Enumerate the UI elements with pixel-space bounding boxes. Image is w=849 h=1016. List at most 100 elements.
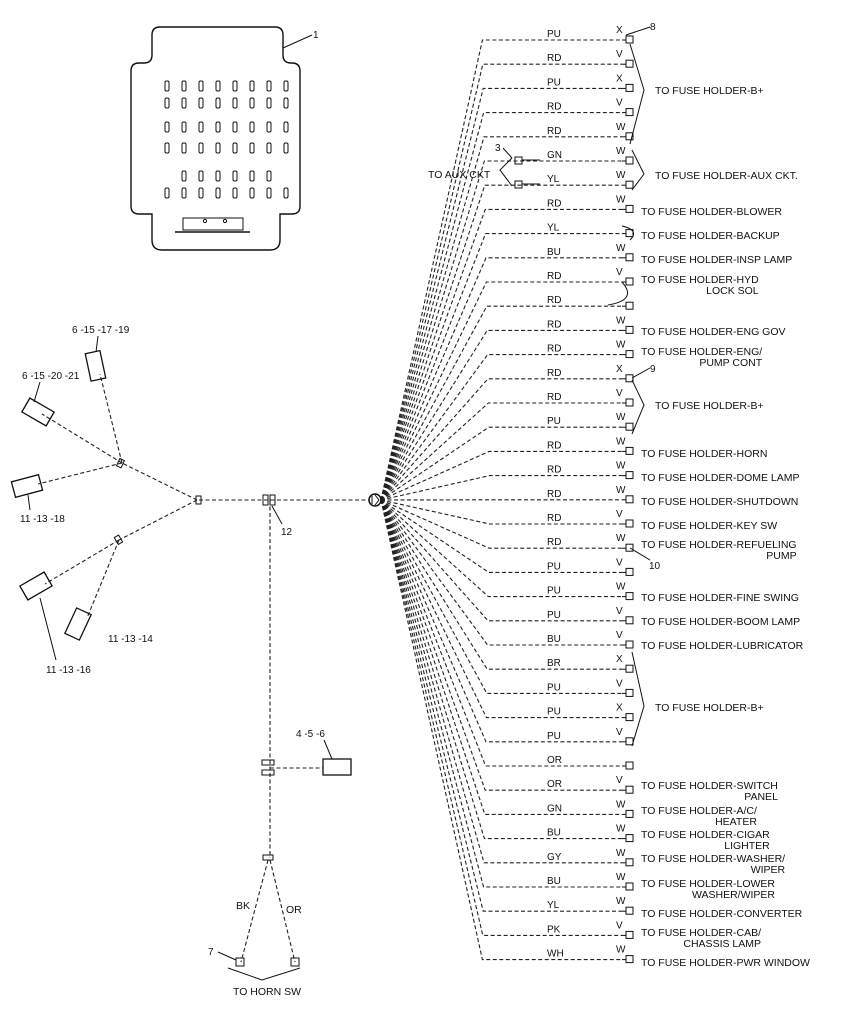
destination-label-cont: CHASSIS LAMP — [683, 938, 761, 950]
connector-pin — [249, 80, 255, 92]
terminal-code: V — [616, 920, 623, 931]
component-11-13-18: 11 -13 -18 — [10, 473, 65, 525]
wire — [380, 499, 622, 743]
terminal-code: V — [616, 49, 623, 60]
fuse-terminal — [625, 713, 634, 722]
terminal-code: W — [616, 485, 626, 496]
connector-pin — [215, 187, 221, 199]
destination-label: TO FUSE HOLDER-BLOWER — [641, 206, 782, 218]
wire — [380, 160, 622, 501]
connector-pin — [164, 80, 170, 92]
fuse-terminal — [625, 180, 634, 189]
wire — [380, 499, 622, 961]
wire-color-label: RD — [547, 53, 561, 64]
terminal-code: V — [616, 606, 623, 617]
component-6-15-17-19: 6 -15 -17 -19 — [72, 325, 130, 382]
wire — [380, 499, 622, 598]
wire — [380, 281, 622, 501]
callout-3: 3 — [495, 143, 501, 154]
destination-label: TO FUSE HOLDER-LOWER — [641, 878, 775, 890]
connector-pin — [181, 142, 187, 154]
wire — [380, 499, 622, 694]
connector-pin — [266, 142, 272, 154]
terminal-code: W — [616, 824, 626, 835]
callout-7: 7 — [208, 947, 214, 958]
wire — [380, 499, 622, 670]
fuse-terminal — [625, 785, 634, 794]
wire — [380, 499, 622, 549]
destination-label: TO FUSE HOLDER-CAB/ — [641, 927, 761, 939]
wire-color-labels: PURDPURDRDGNYLRDYLBURDRDRDRDRDRDPURDRDRD… — [547, 29, 564, 960]
wire-color-label: RD — [547, 344, 561, 355]
wire-color-label: BU — [547, 828, 561, 839]
callout-4-5-6: 4 -5 -6 — [296, 729, 325, 740]
terminal-code: V — [616, 775, 623, 786]
connector-pin — [198, 121, 204, 133]
destination-label: TO FUSE HOLDER-REFUELING — [641, 539, 797, 551]
connector-pin — [232, 121, 238, 133]
terminal-code: W — [616, 896, 626, 907]
callout-6-15-17-19: 6 -15 -17 -19 — [72, 325, 130, 336]
destination-label: TO FUSE HOLDER-PWR WINDOW — [641, 957, 810, 969]
wire-color-label: PU — [547, 610, 561, 621]
terminal-code: W — [616, 945, 626, 956]
wire — [380, 450, 622, 501]
terminal-code: V — [616, 557, 623, 568]
connector-pin — [215, 142, 221, 154]
connector-pin — [198, 142, 204, 154]
aux-circuit: 3 TO AUX CKT — [428, 143, 540, 189]
wire — [380, 208, 622, 501]
fuse-terminal — [625, 519, 634, 528]
horn-switch-label: TO HORN SW — [233, 986, 301, 998]
wire-color-label: PU — [547, 682, 561, 693]
wire-color-label: RD — [547, 271, 561, 282]
wire-color-label: RD — [547, 102, 561, 113]
wire-color-label: YL — [547, 900, 560, 911]
wire-color-label: RD — [547, 319, 561, 330]
wire-color-label: RD — [547, 440, 561, 451]
component-4-5-6: 4 -5 -6 — [296, 729, 352, 776]
connector-1: 1 — [130, 26, 319, 251]
connector-pin — [215, 121, 221, 133]
destination-label: TO FUSE HOLDER-HORN — [641, 448, 767, 460]
wire-fan — [380, 39, 622, 961]
wire-color-label: YL — [547, 174, 560, 185]
terminal-code: X — [616, 703, 623, 714]
destination-label: TO FUSE HOLDER-FINE SWING — [641, 592, 799, 604]
wire — [380, 499, 622, 767]
callout-10: 10 — [649, 561, 661, 572]
horn-wire-or: OR — [286, 904, 302, 916]
connector-pin — [215, 97, 221, 109]
fuse-terminal — [625, 422, 634, 431]
callout-9: 9 — [650, 364, 656, 375]
fuse-terminal — [625, 737, 634, 746]
destination-label: TO FUSE HOLDER-AUX CKT. — [655, 170, 798, 182]
fuse-terminal — [625, 277, 634, 286]
terminal-code: V — [616, 678, 623, 689]
terminal-code: W — [616, 315, 626, 326]
fuse-terminal — [625, 664, 634, 673]
wire-color-label: OR — [547, 755, 562, 766]
terminal-code: V — [616, 388, 623, 399]
destination-label: TO FUSE HOLDER-KEY SW — [641, 520, 777, 532]
wire-color-label: GN — [547, 803, 562, 814]
connector-pin — [283, 187, 289, 199]
terminal-code: W — [616, 412, 626, 423]
destination-label-cont: LOCK SOL — [706, 285, 759, 297]
connector-pin — [198, 187, 204, 199]
callout-1: 1 — [313, 30, 319, 41]
terminal-code: V — [616, 509, 623, 520]
left-harness: 12 6 -15 -17 -19 6 -15 -20 -21 11 -13 -1… — [10, 325, 369, 998]
terminal-code: W — [616, 340, 626, 351]
connector-pin — [232, 187, 238, 199]
wire — [380, 378, 622, 501]
fuse-terminal — [625, 35, 634, 44]
fuse-terminal — [625, 156, 634, 165]
wire — [380, 499, 622, 573]
wire — [380, 305, 622, 501]
connector-1-latch — [182, 217, 244, 231]
connector-pin — [181, 170, 187, 182]
destination-label: TO FUSE HOLDER-BOOM LAMP — [641, 616, 800, 628]
destination-label-cont: WIPER — [751, 864, 786, 876]
wire — [380, 499, 622, 719]
